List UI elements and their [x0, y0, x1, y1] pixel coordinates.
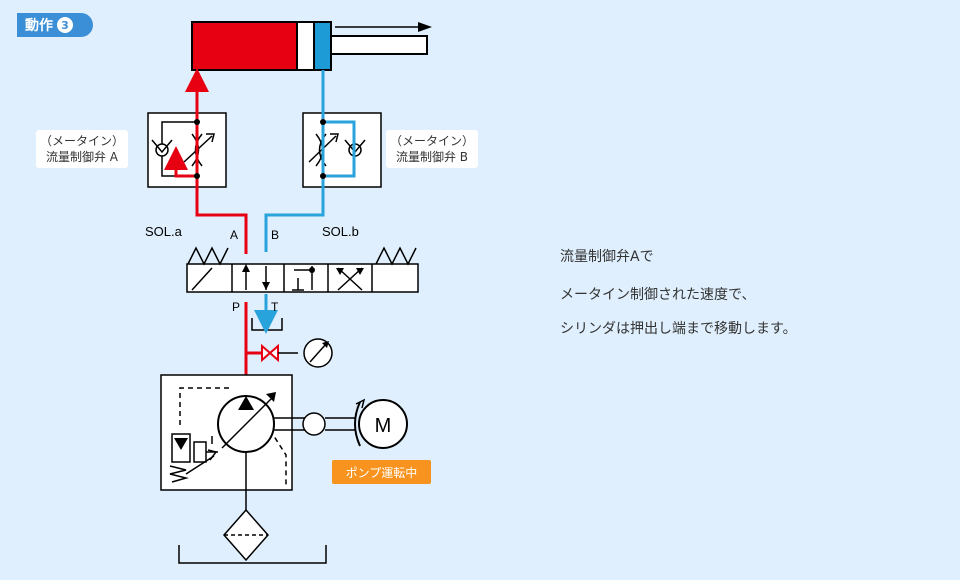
step-number: 3: [57, 17, 73, 33]
solenoid-a-label: SOL.a: [145, 224, 182, 239]
port-t-label: T: [271, 300, 279, 314]
motor: M: [358, 399, 408, 449]
description-line-2: メータイン制御された速度で、: [560, 287, 756, 303]
port-b-label: B: [271, 228, 280, 242]
solenoid-b-label: SOL.b: [322, 224, 359, 239]
step-badge: 動作 3: [17, 13, 93, 37]
hydraulic-cylinder: [191, 21, 432, 71]
motor-label: M: [375, 415, 392, 437]
description-line-1: 流量制御弁Aで: [560, 249, 654, 265]
port-a-label: A: [230, 228, 239, 242]
directional-valve: [186, 246, 419, 293]
port-p-label: P: [232, 300, 241, 314]
flow-valve-a-line2: 流量制御弁 A: [45, 150, 119, 164]
description-line-3: シリンダは押出し端まで移動します。: [560, 321, 797, 337]
flow-valve-b-line1: （メータイン）: [390, 134, 475, 148]
step-badge-label: 動作: [25, 18, 53, 34]
port-dots: [194, 119, 326, 179]
flow-valve-b-label: （メータイン） 流量制御弁 B: [386, 130, 479, 168]
flow-valve-a-label: （メータイン） 流量制御弁 A: [36, 130, 129, 168]
filter-and-tank: [178, 452, 327, 564]
pump-unit: [160, 374, 366, 491]
flow-valve-b-line2: 流量制御弁 B: [395, 150, 469, 164]
pressure-gauge: [303, 338, 333, 368]
pump-status-badge: ポンプ運転中: [332, 460, 431, 484]
flow-valve-a-line1: （メータイン）: [40, 134, 125, 148]
needle-valve: [261, 343, 298, 363]
